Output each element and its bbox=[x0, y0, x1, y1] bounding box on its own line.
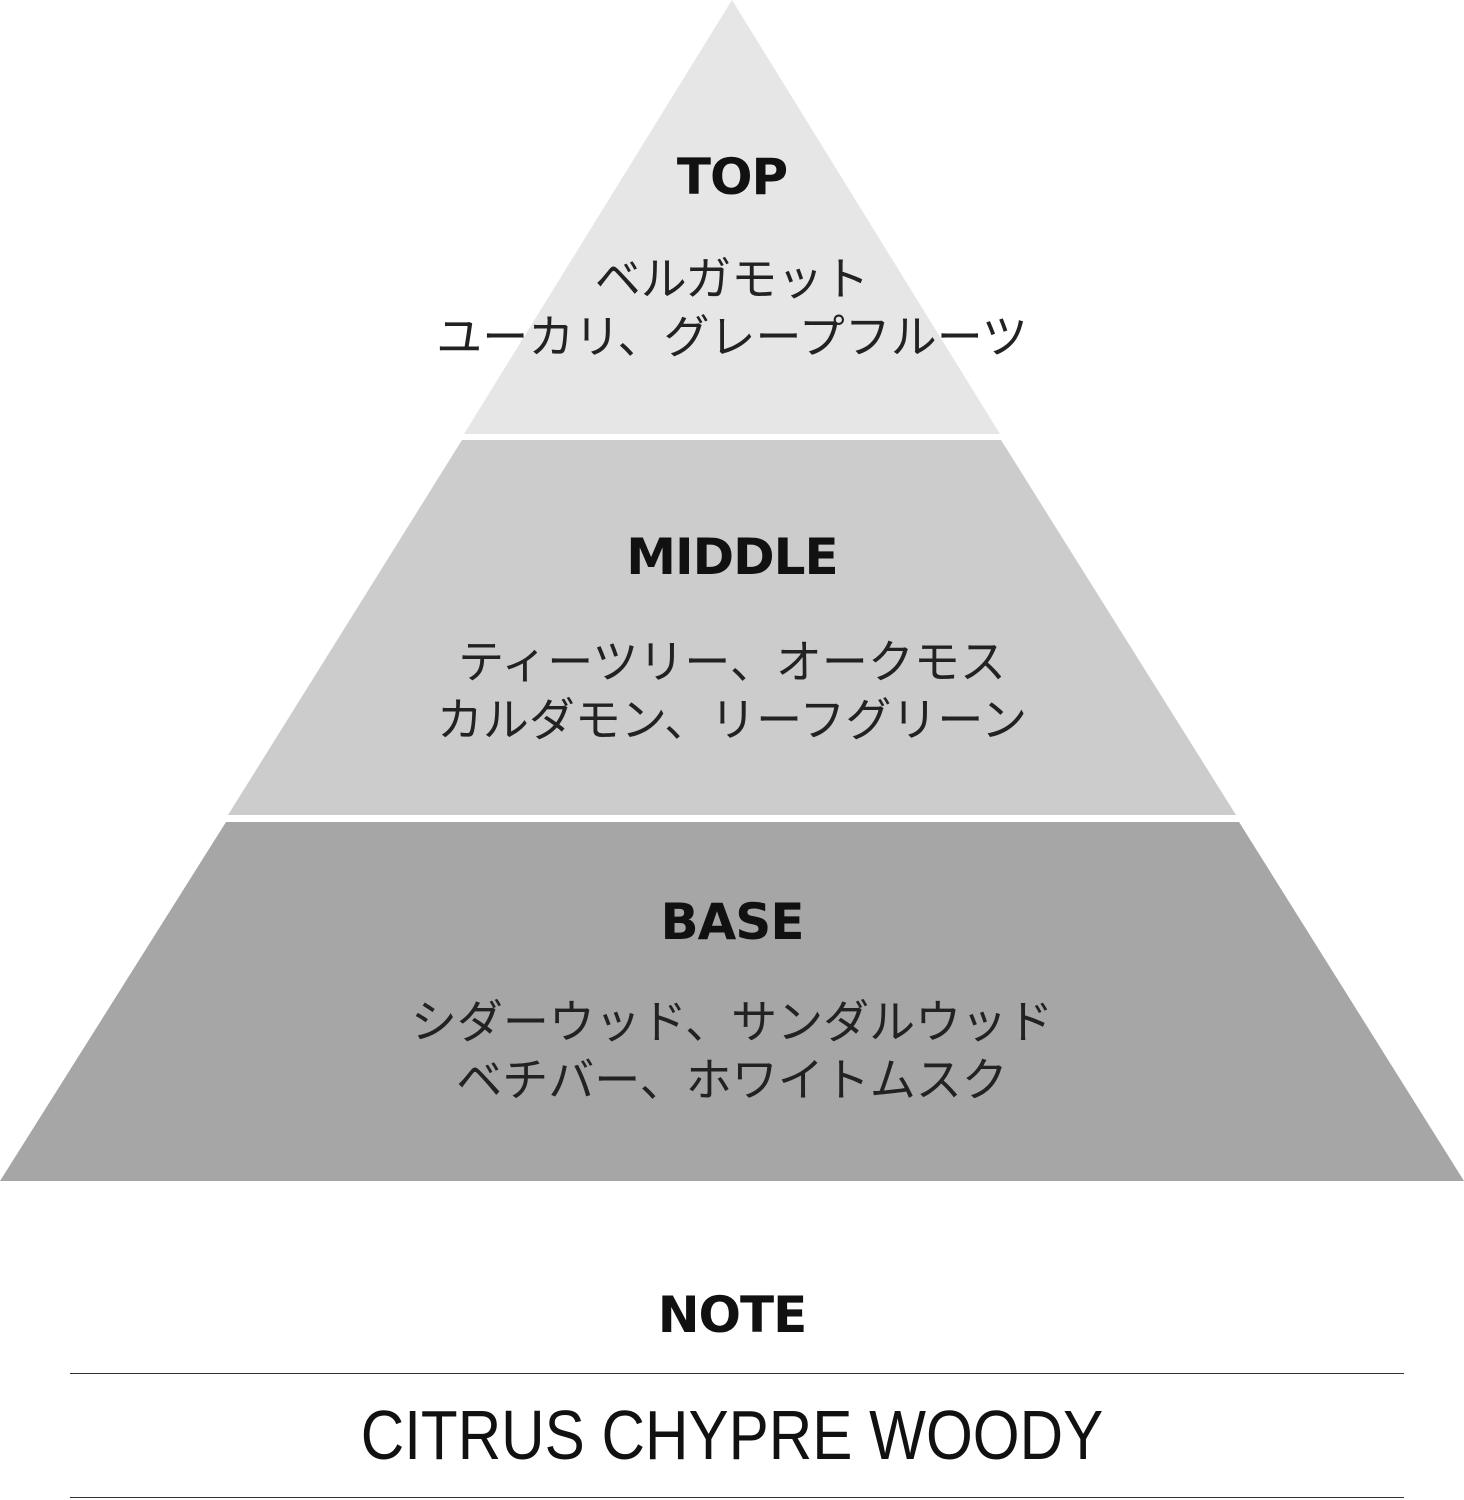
tier-top-note-line-2: ユーカリ、グレープフルーツ bbox=[436, 310, 1028, 364]
tier-middle-note-line-2: カルダモン、リーフグリーン bbox=[436, 693, 1028, 747]
tier-base-note-line-2: ベチバー、ホワイトムスク bbox=[456, 1053, 1008, 1107]
tier-middle-title: MIDDLE bbox=[626, 528, 838, 586]
fragrance-family-label: CITRUS CHYPRE WOODY bbox=[360, 1396, 1104, 1474]
tier-base-title: BASE bbox=[660, 893, 805, 951]
tier-base-note-line-1: シダーウッド、サンダルウッド bbox=[410, 995, 1054, 1049]
tier-middle-note-line-1: ティーツリー、オークモス bbox=[458, 635, 1006, 689]
tier-top-notes: ベルガモット ユーカリ、グレープフルーツ bbox=[0, 250, 1464, 366]
divider-top bbox=[70, 1373, 1404, 1374]
tier-top-note-line-1: ベルガモット bbox=[594, 252, 870, 306]
divider-bottom bbox=[70, 1497, 1404, 1498]
tier-top-title: TOP bbox=[676, 148, 788, 206]
tier-base-notes: シダーウッド、サンダルウッド ベチバー、ホワイトムスク bbox=[0, 993, 1464, 1109]
tier-middle-notes: ティーツリー、オークモス カルダモン、リーフグリーン bbox=[0, 633, 1464, 749]
pyramid-tier-base-shape bbox=[0, 822, 1464, 1181]
pyramid-tier-top-shape bbox=[464, 0, 1000, 434]
note-heading: NOTE bbox=[657, 1286, 808, 1344]
pyramid-tier-middle-shape bbox=[228, 440, 1236, 815]
